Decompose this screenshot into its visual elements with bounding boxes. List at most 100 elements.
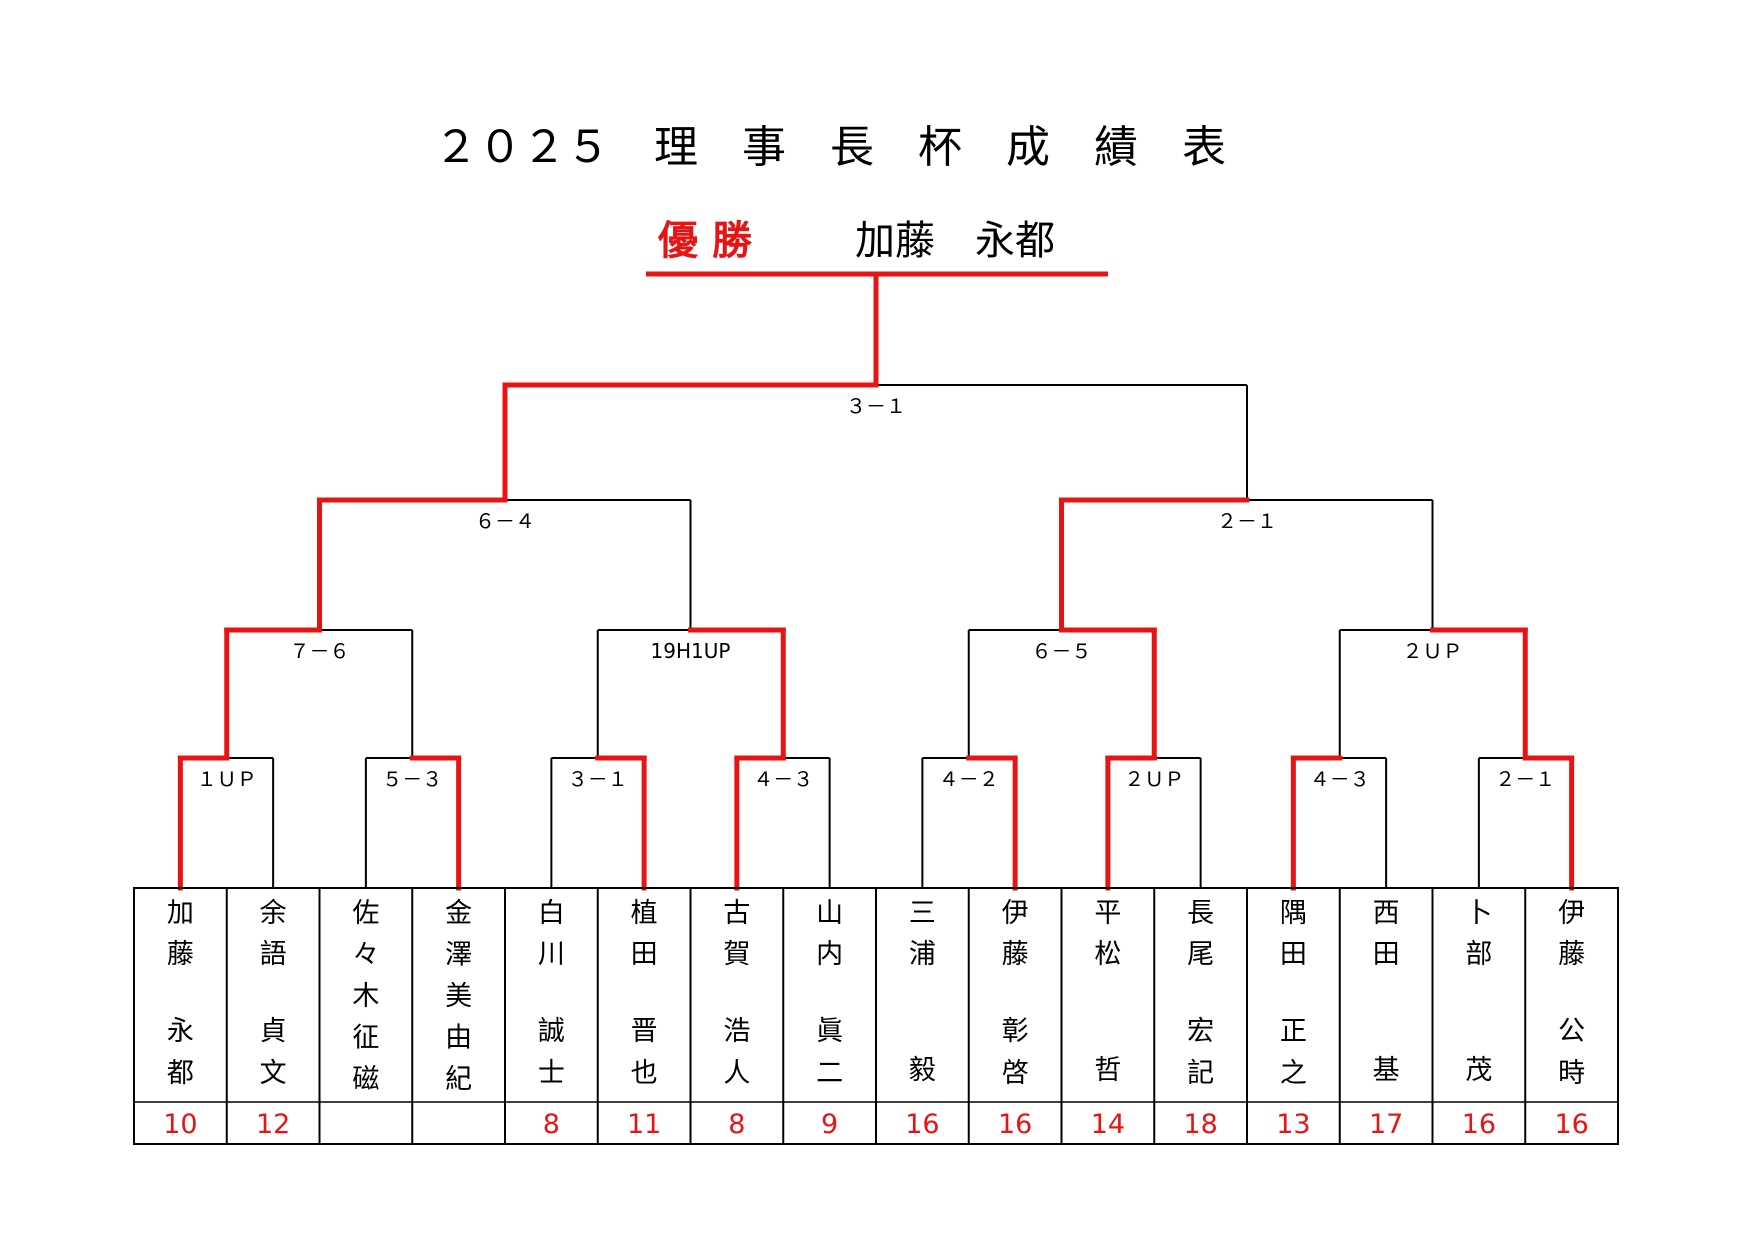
player-name-char: 木: [352, 981, 379, 1012]
player-given-char: 二: [816, 1058, 843, 1089]
bracket-lines: [226, 384, 1526, 888]
player-surname-char: 伊: [1558, 898, 1585, 929]
player-surname-char: 内: [816, 939, 843, 970]
player-handicap: 16: [905, 1109, 939, 1140]
player-given-char: 公: [1558, 1016, 1585, 1047]
player-handicap: 8: [543, 1109, 560, 1140]
player-given-char: 哲: [1094, 1055, 1121, 1086]
player-handicap: 16: [998, 1109, 1032, 1140]
player-given-char: 浩: [723, 1016, 750, 1047]
match-score: ４－３: [1310, 767, 1370, 791]
player-given-char: 啓: [1002, 1058, 1029, 1089]
player-surname-char: 伊: [1002, 898, 1029, 929]
player-given-char: 宏: [1187, 1016, 1214, 1047]
match-score: 19H1UP: [651, 639, 731, 663]
player-name-char: 征: [352, 1023, 379, 1054]
match-score: ２ＵＰ: [1124, 767, 1184, 791]
player-surname-char: 語: [260, 939, 287, 970]
player-name-char: 由: [445, 1023, 472, 1054]
page-title: ２０２５ 理 事 長 杯 成 績 表: [434, 122, 1226, 173]
player-handicap: 11: [627, 1109, 661, 1140]
player-surname-char: 加: [167, 898, 194, 929]
player-given-char: 彰: [1002, 1016, 1029, 1047]
player-given-char: 都: [167, 1058, 194, 1089]
player-surname-char: 藤: [167, 939, 194, 970]
player-table: 加藤永都10余語貞文12佐々木征磁金澤美由紀白川誠士8植田晋也11古賀浩人8山内…: [133, 887, 1619, 1145]
player-surname-char: 卜: [1465, 898, 1492, 929]
player-given-char: 之: [1280, 1058, 1307, 1089]
player-given-char: 正: [1280, 1016, 1307, 1047]
player-surname-char: 西: [1373, 898, 1400, 929]
player-given-char: 文: [260, 1058, 287, 1089]
player-surname-char: 田: [1373, 939, 1400, 970]
player-given-char: 永: [167, 1016, 194, 1047]
match-score: ２－１: [1217, 509, 1277, 533]
match-score: ４－３: [753, 767, 813, 791]
player-name-char: 澤: [445, 940, 472, 971]
player-surname-char: 賀: [723, 939, 750, 970]
player-surname-char: 田: [631, 939, 658, 970]
player-given-char: 貞: [260, 1016, 287, 1047]
player-handicap: 17: [1369, 1109, 1403, 1140]
player-surname-char: 田: [1280, 939, 1307, 970]
player-surname-char: 隅: [1280, 898, 1307, 929]
player-name-char: 佐: [352, 898, 379, 929]
player-handicap: 10: [163, 1109, 197, 1140]
player-surname-char: 川: [538, 939, 565, 970]
winner-path: [177, 271, 1575, 891]
player-surname-char: 長: [1187, 898, 1214, 929]
player-given-char: 人: [723, 1058, 750, 1089]
match-score: ７－６: [290, 639, 350, 663]
player-given-char: 基: [1373, 1055, 1400, 1086]
player-given-char: 誠: [538, 1016, 565, 1047]
player-name-char: 美: [445, 981, 472, 1012]
player-surname-char: 植: [631, 898, 658, 929]
match-score: ３－１: [568, 767, 628, 791]
player-surname-char: 藤: [1002, 939, 1029, 970]
player-surname-char: 浦: [909, 939, 936, 970]
match-score: ２ＵＰ: [1403, 639, 1463, 663]
player-handicap: 14: [1091, 1109, 1125, 1140]
player-surname-char: 部: [1465, 939, 1492, 970]
player-surname-char: 平: [1094, 898, 1121, 929]
player-cell: 三浦毅 16: [905, 898, 939, 1140]
player-handicap: 9: [821, 1109, 838, 1140]
match-score: ４－２: [939, 767, 999, 791]
player-name-char: 金: [445, 898, 472, 929]
match-score: ５－３: [382, 767, 442, 791]
player-given-char: 毅: [909, 1055, 936, 1086]
player-name-char: 磁: [352, 1064, 379, 1095]
player-handicap: 12: [256, 1109, 290, 1140]
player-handicap: 16: [1462, 1109, 1496, 1140]
match-score: １ＵＰ: [197, 767, 257, 791]
player-given-char: 時: [1558, 1058, 1585, 1089]
player-given-char: 茂: [1465, 1055, 1492, 1086]
champion-name: 加藤 永都: [855, 218, 1055, 264]
player-surname-char: 山: [816, 898, 843, 929]
player-surname-char: 余: [260, 898, 287, 929]
match-score: ３－１: [846, 394, 906, 418]
player-given-char: 晋: [631, 1016, 658, 1047]
player-given-char: 士: [538, 1058, 565, 1089]
player-name-char: 紀: [445, 1064, 472, 1095]
champion-label: 優 勝: [657, 218, 753, 264]
player-cell: 西田基 17: [1369, 898, 1403, 1140]
player-given-char: 眞: [816, 1016, 843, 1047]
match-score: ６－４: [475, 509, 535, 533]
player-surname-char: 三: [909, 898, 936, 929]
match-score: ２－１: [1495, 767, 1555, 791]
player-surname-char: 古: [723, 898, 750, 929]
